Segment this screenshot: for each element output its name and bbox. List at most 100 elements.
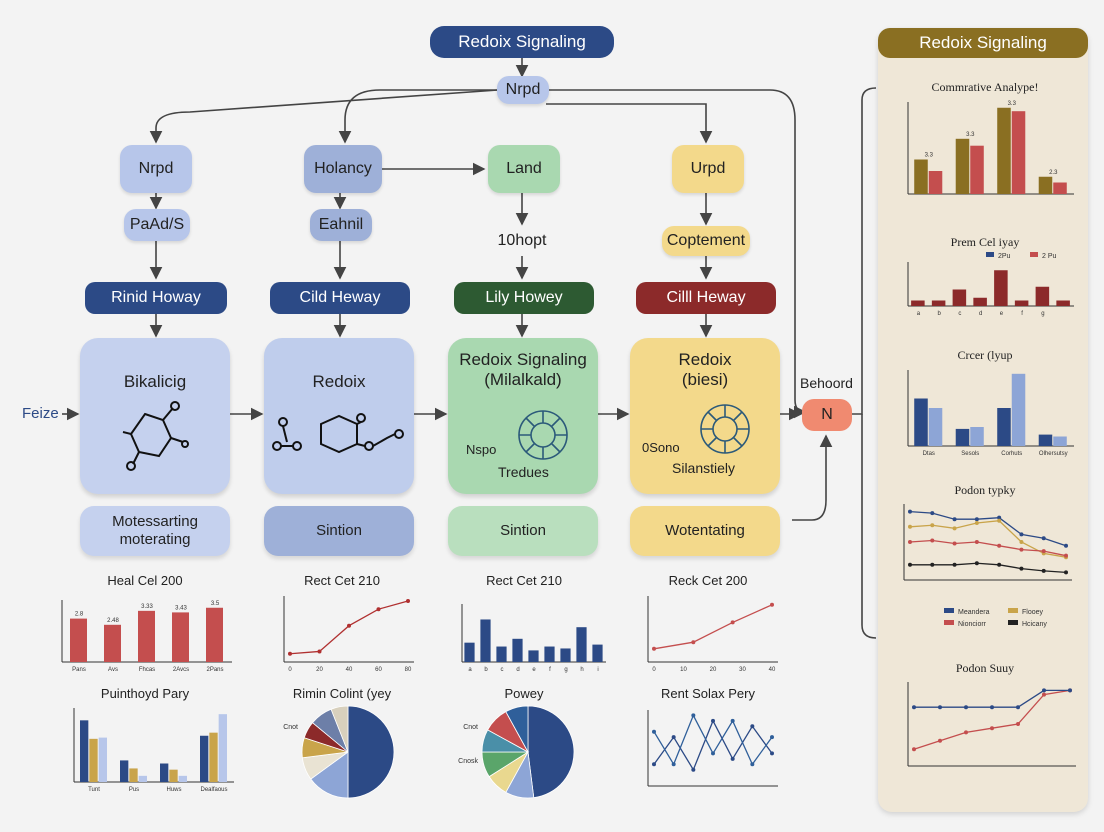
bar [178, 775, 187, 782]
tick-label: Fhcas [139, 667, 155, 673]
tick-label: e [1000, 311, 1004, 317]
footer-node-1[interactable]: Motessarting moterating [80, 506, 230, 556]
data-point [938, 705, 942, 710]
data-label: 3.3 [966, 132, 975, 138]
data-point [974, 521, 979, 525]
tick-label: 0 [652, 667, 656, 673]
tick-label: Olhersutsy [1039, 451, 1068, 457]
legend-label: Meandera [958, 609, 990, 616]
tick-label: 10 [680, 667, 687, 673]
data-point [997, 562, 1002, 567]
data-label: 2.3 [1049, 170, 1058, 176]
tick-label: e [532, 667, 536, 673]
tick-label: a [917, 311, 921, 317]
data-point [750, 762, 755, 767]
tick-label: Tunt [88, 787, 100, 793]
stage-panel-1[interactable]: Bikalicig [80, 338, 230, 494]
bar [1014, 300, 1029, 306]
legend-label: Hcicany [1022, 621, 1047, 628]
bar [200, 735, 209, 782]
sub-node-4[interactable]: Coptement [662, 226, 750, 256]
data-point [691, 640, 696, 645]
data-label: 3.3 [925, 153, 934, 159]
bar [129, 768, 138, 782]
data-label: 3.33 [141, 604, 153, 610]
tick-label: f [1021, 311, 1023, 317]
stage-panel-4[interactable]: Redoix (biesi) 0Sono Silanstiely [630, 338, 780, 494]
merge-node[interactable]: N [802, 399, 852, 431]
data-point [652, 646, 656, 651]
root-node[interactable]: Nrpd [497, 76, 549, 104]
data-point [691, 767, 696, 772]
bar [970, 145, 984, 194]
bar [1053, 436, 1067, 446]
sub-node-1[interactable]: PaAd/S [124, 209, 190, 241]
data-point [1016, 722, 1020, 726]
data-point [770, 602, 774, 607]
panel-note-2: Silanstiely [672, 460, 736, 476]
side-chart-title: Prem Cel iyay [950, 235, 1020, 249]
data-point [912, 705, 916, 710]
tick-label: a [468, 667, 472, 673]
bar [138, 610, 155, 662]
line-chart [647, 710, 778, 787]
stage-bar-3[interactable]: Lily Howey [454, 282, 594, 314]
bar [138, 775, 147, 782]
tick-label: 20 [316, 667, 323, 673]
bar [955, 138, 970, 194]
data-point [1041, 549, 1046, 554]
stage-panel-2[interactable]: Redoix [264, 338, 414, 494]
tick-label: i [597, 667, 598, 673]
legend-swatch [944, 620, 954, 625]
tick-label: c [958, 311, 961, 317]
footer-node-3[interactable]: Sintion [448, 506, 598, 556]
data-point [908, 540, 912, 544]
data-point [990, 705, 994, 710]
top-node-3[interactable]: Land [488, 145, 560, 193]
stage-panel-3[interactable]: Redoix Signaling (Milalkald) Nspo Tredue… [448, 338, 598, 494]
data-point [997, 515, 1002, 520]
tick-label: Huws [166, 787, 181, 793]
sub-node-3[interactable]: 10hopt [497, 232, 547, 249]
tick-label: 60 [375, 667, 382, 673]
data-point [652, 729, 656, 734]
series-line [909, 510, 1067, 547]
legend-label: Flooey [1022, 609, 1044, 616]
top-node-2[interactable]: Holancy [304, 145, 382, 193]
data-point [1041, 536, 1046, 541]
pie-slice [527, 705, 575, 799]
data-label: 3.43 [175, 605, 187, 611]
bar [1011, 111, 1026, 194]
bar [928, 171, 943, 194]
panel-title: Bikalicig [123, 372, 187, 391]
tick-label: Avs [108, 667, 118, 673]
side-chart-title: Crcer (lyup [957, 348, 1013, 362]
bar [70, 618, 87, 662]
footer-node-2[interactable]: Sintion [264, 506, 414, 556]
legend-label: Nionciorr [958, 621, 987, 628]
protein-structure-icon [518, 410, 568, 460]
bar [576, 627, 587, 662]
sub-node-2[interactable]: Eahnil [310, 209, 372, 241]
side-panel-title: Redoix Signaling [878, 28, 1088, 58]
side-bar-chart: 3.33.33.32.3 [907, 101, 1074, 195]
chart-title: Heal Cel 200 [107, 573, 183, 588]
data-point [908, 524, 912, 529]
tick-label: b [484, 667, 488, 673]
data-point [930, 523, 935, 528]
bar [104, 624, 121, 662]
stage-bar-4[interactable]: Cilll Heway [636, 282, 776, 314]
tick-label: 0 [288, 667, 292, 673]
chart-title: Reck Cet 200 [668, 573, 748, 588]
footer-node-4[interactable]: Wotentating [630, 506, 780, 556]
bar [997, 408, 1011, 446]
stage-bar-2[interactable]: Cild Heway [270, 282, 410, 314]
top-node-4[interactable]: Urpd [672, 145, 744, 193]
top-node-1[interactable]: Nrpd [120, 145, 192, 193]
bar [209, 732, 218, 782]
stage-bar-1[interactable]: Rinid Howay [85, 282, 227, 314]
